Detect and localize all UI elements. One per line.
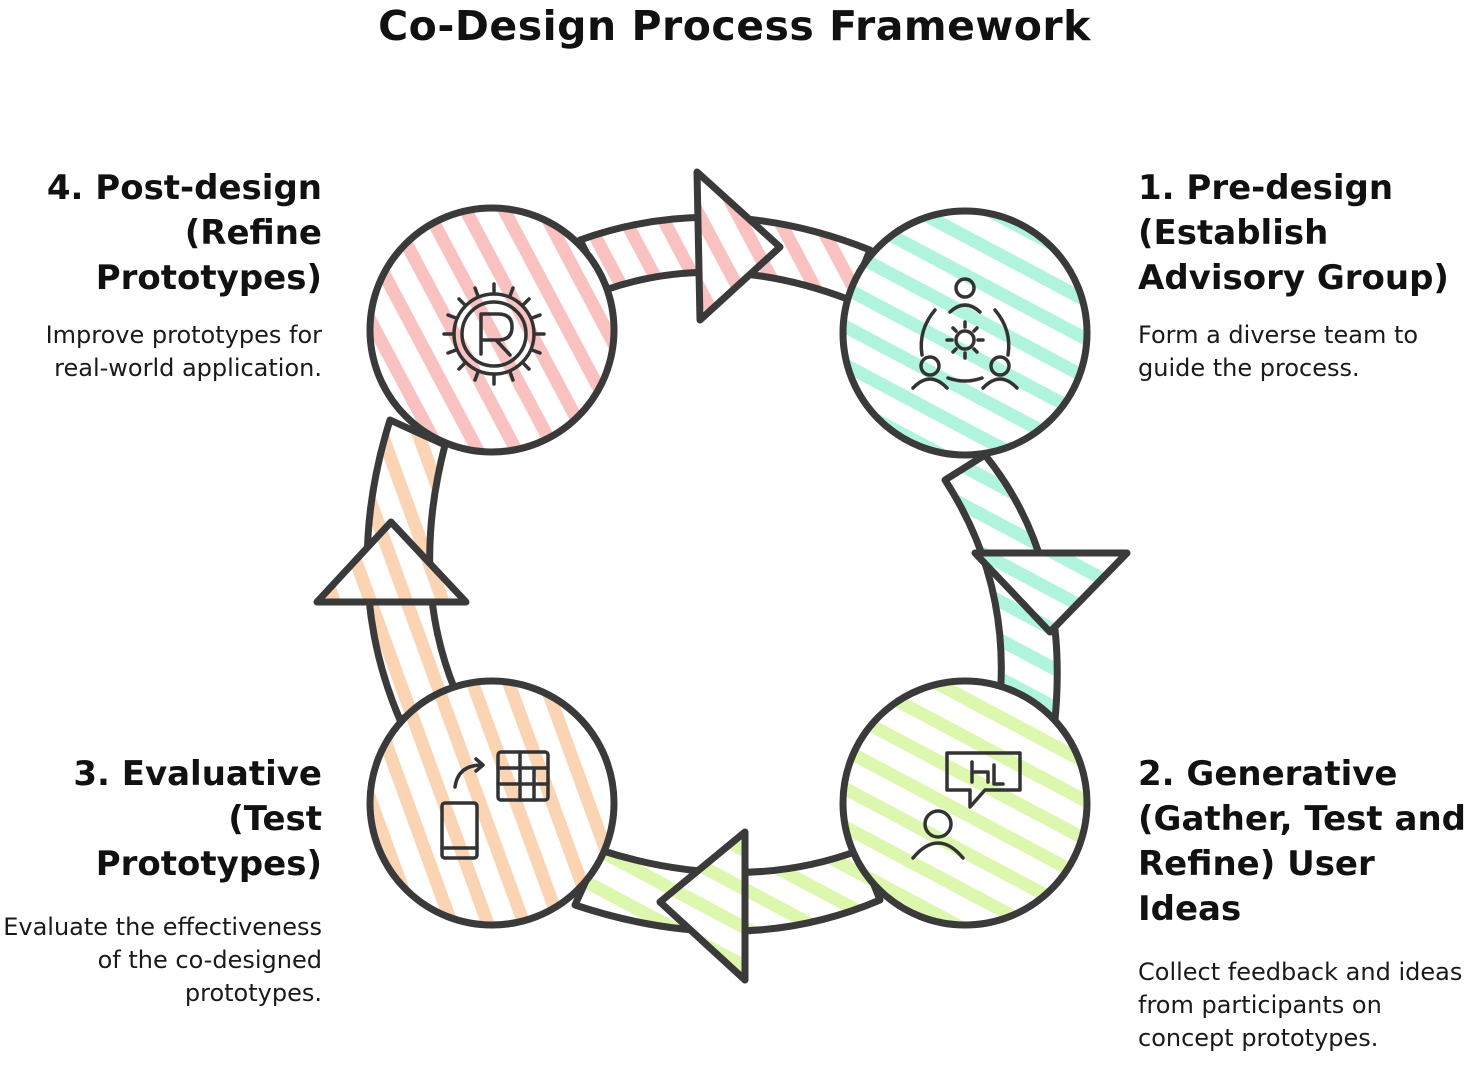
stage-1-circle (839, 207, 1091, 459)
arrow-to-stage-2 (971, 549, 1131, 636)
stage-1-description: Form a diverse team to guide the process… (1138, 321, 1419, 382)
stage-3-label: 3. Evaluative (Test Prototypes) Evaluate… (0, 752, 322, 1010)
stage-2-description: Collect feedback and ideas from particip… (1138, 958, 1463, 1052)
stage-1-label: 1. Pre-design (Establish Advisory Group)… (1138, 166, 1468, 385)
arrow-to-stage-3 (656, 828, 749, 984)
stage-3-title: 3. Evaluative (Test Prototypes) (73, 754, 322, 884)
arrow-to-stage-1 (693, 168, 784, 324)
stage-2-title: 2. Generative (Gather, Test and Refine) … (1138, 754, 1466, 929)
stage-1-title: 1. Pre-design (Establish Advisory Group) (1138, 168, 1449, 298)
stage-3-description: Evaluate the effectiveness of the co-des… (3, 913, 322, 1007)
stage-2-label: 2. Generative (Gather, Test and Refine) … (1138, 752, 1468, 1055)
prototype-test-icon (440, 750, 550, 860)
stage-2-circle (839, 677, 1091, 929)
user-feedback-icon (911, 751, 1022, 860)
refine-gear-icon (442, 282, 546, 386)
diagram-title: Co-Design Process Framework (378, 2, 1091, 50)
stage-4-label: 4. Post-design (Refine Prototypes) Impro… (0, 166, 322, 385)
stage-4-title: 4. Post-design (Refine Prototypes) (46, 168, 322, 298)
advisory-group-icon (911, 277, 1019, 390)
arrow-to-stage-4 (313, 518, 470, 606)
stage-3-circle (366, 677, 618, 929)
stage-4-circle (366, 204, 618, 456)
stage-4-description: Improve prototypes for real-world applic… (45, 321, 322, 382)
